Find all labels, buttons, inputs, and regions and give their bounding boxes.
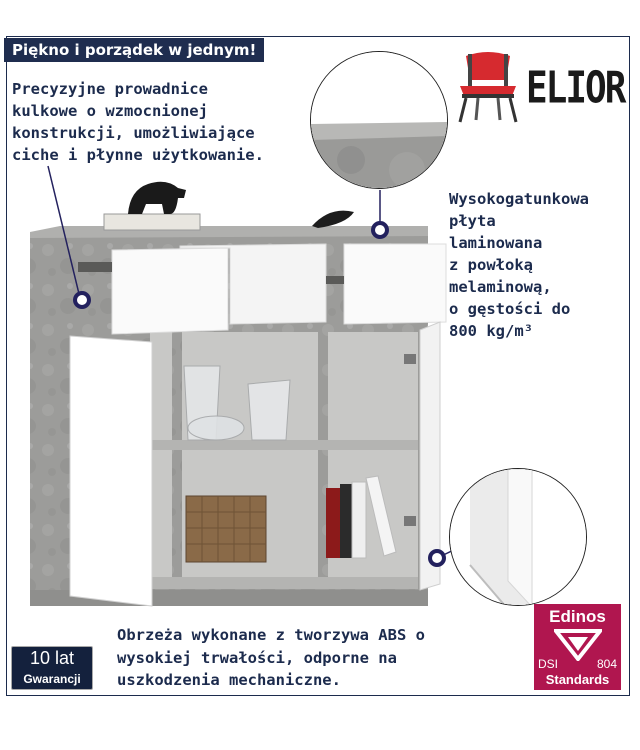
- book-dark: [340, 484, 352, 558]
- divider-left: [172, 332, 182, 590]
- zoom-abs-edge: [449, 468, 587, 606]
- certificate-bottom-text: Standards: [545, 672, 610, 687]
- banner: Piękno i porządek w jednym!: [4, 38, 265, 62]
- glass-bowl: [187, 415, 245, 441]
- zoom-board-surface: [310, 51, 448, 189]
- shelf-middle: [150, 440, 418, 450]
- brand-logo: ELIOR: [456, 50, 626, 124]
- marker-board: [371, 221, 389, 239]
- callout-line-drawers: [47, 165, 81, 299]
- hinge-bottom: [404, 516, 416, 526]
- glass-vase-short: [247, 379, 291, 441]
- certificate-badge: Edinos DSI 804 Standards: [534, 604, 621, 690]
- drawer-middle-front: [179, 243, 327, 325]
- drawer-left-front: [111, 247, 229, 335]
- book-red: [326, 488, 340, 558]
- callout-laminated-board: Wysokogatunkowa płyta laminowana z powło…: [449, 190, 589, 340]
- drawer-left-side: [78, 262, 112, 272]
- books-on-top: [103, 213, 201, 231]
- book-white: [351, 481, 367, 559]
- door-left: [69, 335, 153, 607]
- door-right: [419, 321, 441, 591]
- warranty-years: 10 lat: [29, 648, 75, 668]
- red-chair-icon: [458, 52, 518, 123]
- drawer-right-front: [343, 243, 447, 325]
- page-frame: [6, 36, 630, 696]
- warranty-badge: 10 lat Gwarancji: [11, 646, 93, 690]
- black-bowl: [312, 210, 354, 228]
- drawer-right-rail: [326, 276, 344, 284]
- certificate-top-text: Edinos: [549, 607, 606, 626]
- hinge-top: [404, 354, 416, 364]
- certificate-left-text: DSI: [538, 657, 559, 671]
- wicker-basket: [185, 495, 267, 563]
- divider-right: [318, 332, 328, 590]
- callout-drawer-slides: Precyzyjne prowadnice kulkowe o wzmocnio…: [12, 80, 264, 164]
- basket-weave: [186, 496, 266, 562]
- certificate-right-text: 804: [596, 657, 617, 671]
- cabinet-top: [30, 226, 428, 238]
- marker-drawers: [73, 291, 91, 309]
- book-leaning: [365, 475, 397, 557]
- marker-edge: [428, 549, 446, 567]
- shelf-bottom: [150, 577, 418, 589]
- bear-figurine: [128, 181, 186, 214]
- callout-abs-edges: Obrzeża wykonane z tworzywa ABS o wysoki…: [117, 626, 425, 689]
- warranty-label: Gwarancji: [23, 672, 81, 686]
- brand-name: ELIOR: [526, 64, 626, 114]
- certificate-check-icon: [554, 629, 602, 661]
